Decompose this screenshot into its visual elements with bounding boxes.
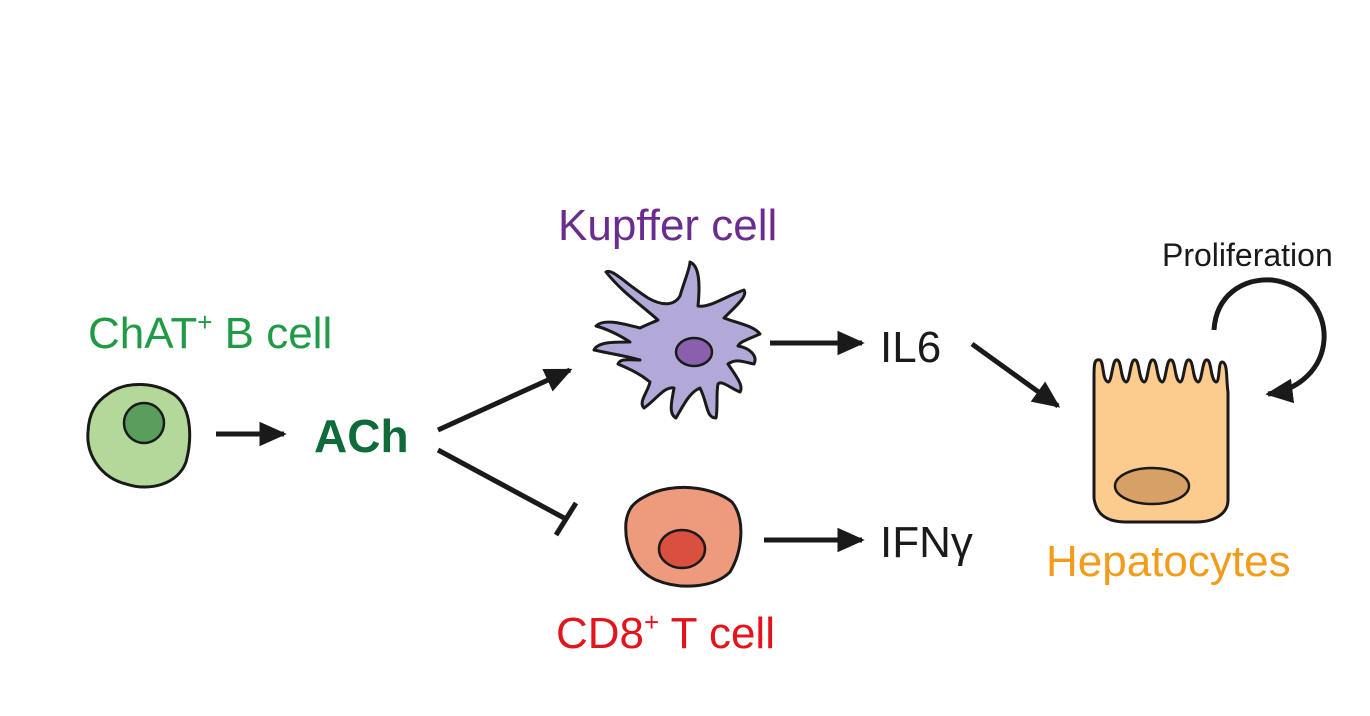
arrow-il6-to-hepatocytes xyxy=(970,341,1061,409)
arrow-ach-to-kupffer xyxy=(436,367,573,433)
proliferation-label: Proliferation xyxy=(1162,237,1333,273)
ach-label: ACh xyxy=(314,410,409,462)
il6-label: IL6 xyxy=(880,323,941,372)
t-cell-label: CD8+ T cell xyxy=(556,607,775,658)
t-cell-label-rest: T cell xyxy=(659,609,775,658)
kupffer-label: Kupffer cell xyxy=(558,201,777,250)
hepatocytes-label: Hepatocytes xyxy=(1046,537,1291,586)
b-cell xyxy=(86,382,192,489)
inhibition-ach-to-tcell xyxy=(436,447,579,537)
kupffer-cell xyxy=(592,260,762,420)
t-cell-label-main: CD8 xyxy=(556,609,644,658)
t-cell-label-superscript: + xyxy=(644,607,659,637)
t-cell-nucleus xyxy=(657,528,707,570)
kupffer-cell-body xyxy=(592,260,762,420)
kupffer-cell-nucleus xyxy=(674,336,714,368)
b-cell-label-rest: B cell xyxy=(212,309,332,358)
b-cell-label-main: ChAT xyxy=(88,309,197,358)
b-cell-label-superscript: + xyxy=(197,307,212,337)
hepatocyte-nucleus xyxy=(1113,466,1191,506)
hepatocyte-cell xyxy=(1092,358,1230,524)
proliferation-loop-arrow xyxy=(1211,277,1327,404)
b-cell-label: ChAT+ B cell xyxy=(88,307,332,358)
b-cell-nucleus xyxy=(122,401,166,445)
ifng-label: IFNγ xyxy=(880,518,973,567)
t-cell xyxy=(624,485,743,588)
